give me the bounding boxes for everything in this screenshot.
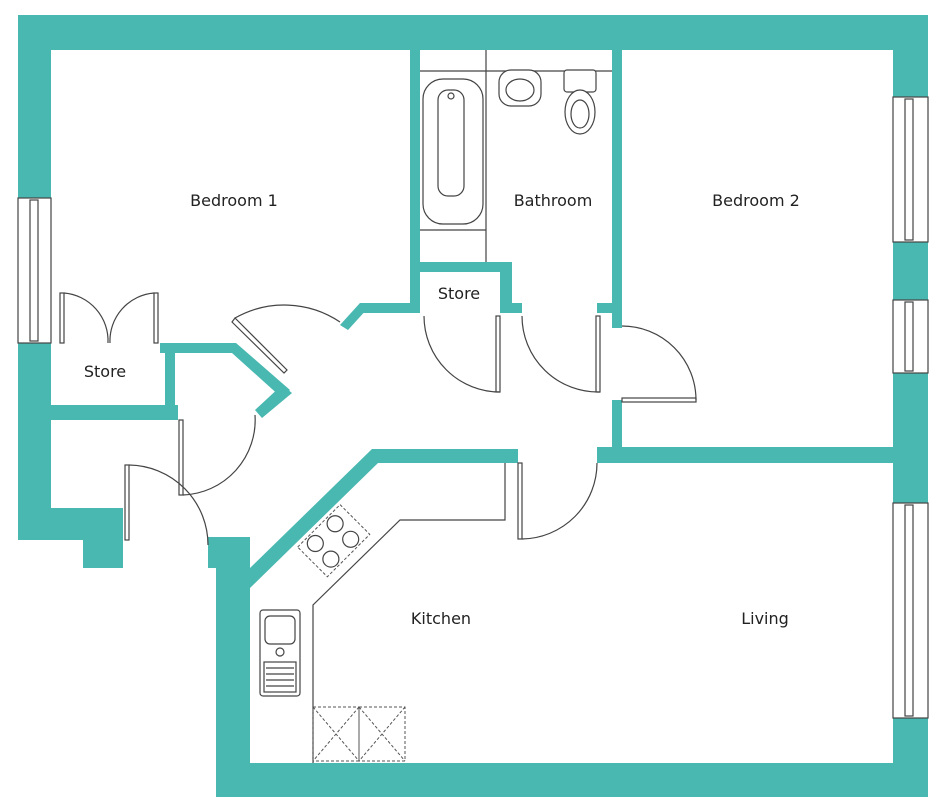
kitchen-fixtures: [259, 463, 506, 763]
hob: [296, 503, 371, 578]
appliance-spaces: [312, 706, 406, 762]
label-kitchen: Kitchen: [411, 609, 471, 628]
label-store-hall: Store: [438, 284, 480, 303]
kitchen-counter: [312, 463, 506, 763]
windows: [17, 96, 929, 719]
room-labels: Bedroom 1 Bathroom Bedroom 2 Store Store…: [84, 191, 800, 628]
label-bedroom1: Bedroom 1: [190, 191, 278, 210]
doors: [59, 292, 697, 546]
sink-drainer: [263, 661, 297, 693]
label-bedroom2: Bedroom 2: [712, 191, 800, 210]
bathroom-fixtures: [420, 50, 612, 262]
label-store-bedroom1: Store: [84, 362, 126, 381]
label-living: Living: [741, 609, 789, 628]
toilet: [563, 69, 597, 93]
label-bathroom: Bathroom: [514, 191, 593, 210]
